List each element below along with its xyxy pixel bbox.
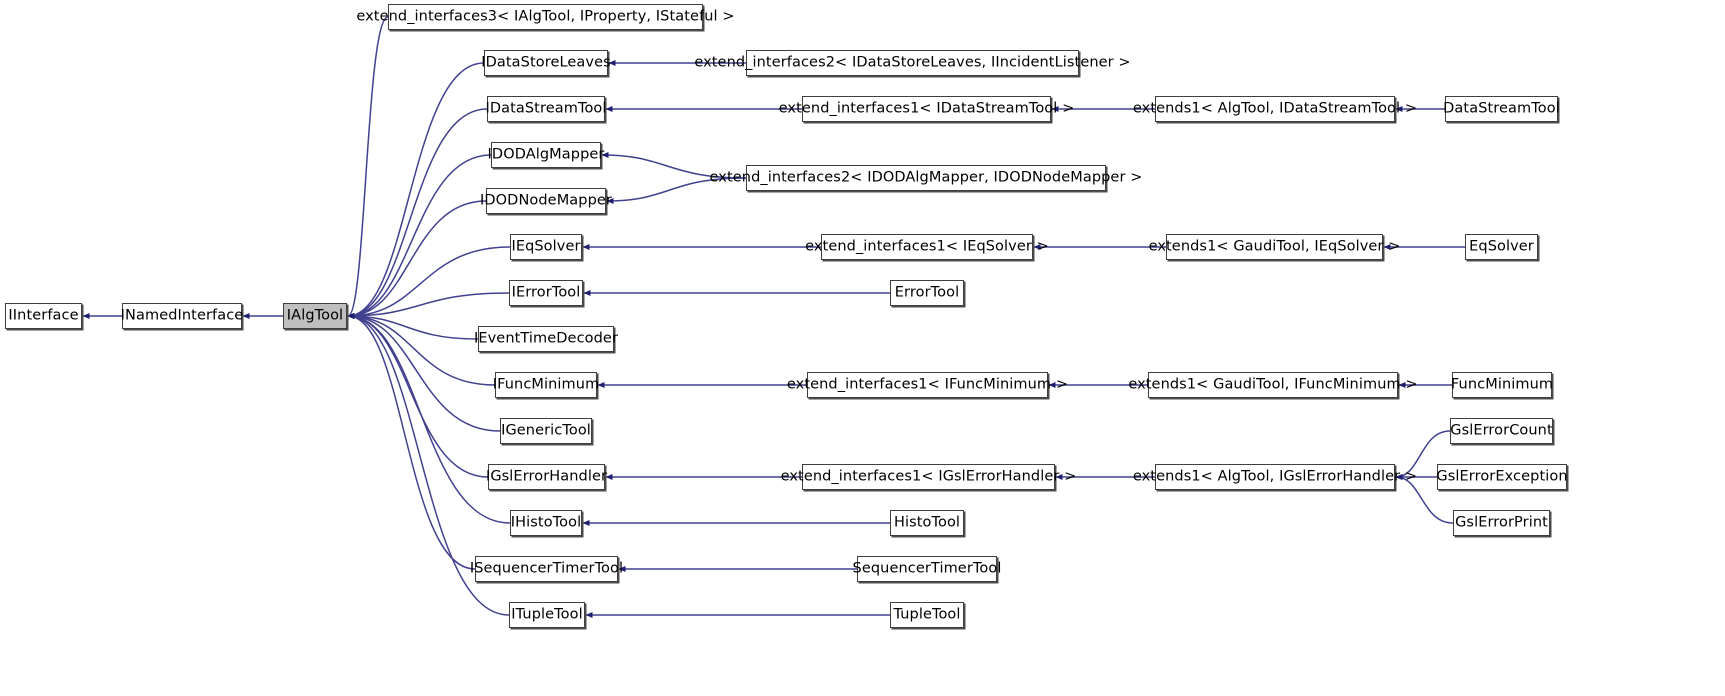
class-node-IAlgTool[interactable]: IAlgTool — [283, 303, 347, 329]
inheritance-edge — [347, 312, 479, 340]
class-node-EqSolver[interactable]: EqSolver — [1465, 234, 1538, 260]
class-node-TupleTool[interactable]: TupleTool — [890, 602, 964, 628]
class-node-label: FuncMinimum — [1450, 376, 1554, 393]
class-node-label: GslErrorCount — [1450, 422, 1553, 439]
class-node-label: IDODNodeMapper — [480, 192, 612, 209]
inheritance-edge — [347, 200, 487, 320]
class-node-HistoTool[interactable]: HistoTool — [890, 510, 964, 536]
inheritance-edge — [347, 62, 485, 320]
class-node-label: extends1< AlgTool, IDataStreamTool > — [1132, 100, 1418, 117]
class-node-ext1_AlgTool_GslErrorHandler[interactable]: extends1< AlgTool, IGslErrorHandler > — [1133, 464, 1417, 490]
class-node-DataStreamTool[interactable]: DataStreamTool — [1443, 96, 1560, 122]
class-node-label: ErrorTool — [894, 284, 960, 301]
class-node-label: IErrorTool — [511, 284, 581, 301]
class-node-label: extends1< GaudiTool, IFuncMinimum > — [1128, 376, 1418, 393]
class-node-label: TupleTool — [893, 606, 961, 623]
class-node-label: INamedInterface — [120, 307, 244, 324]
class-node-label: IDataStoreLeaves — [481, 54, 611, 71]
class-node-IDataStoreLeaves[interactable]: IDataStoreLeaves — [481, 50, 611, 76]
class-node-label: DataStreamTool — [1443, 100, 1560, 117]
class-node-label: HistoTool — [893, 514, 961, 531]
class-node-label: extend_interfaces2< IDODAlgMapper, IDODN… — [709, 169, 1143, 186]
class-node-label: IEventTimeDecoder — [473, 330, 619, 347]
class-node-label: GslErrorPrint — [1455, 514, 1548, 531]
class-node-ISequencerTimerTool[interactable]: ISequencerTimerTool — [470, 556, 623, 582]
inheritance-edge — [347, 108, 488, 320]
class-node-GslErrorException[interactable]: GslErrorException — [1436, 464, 1568, 490]
class-node-label: IGslErrorHandler — [485, 468, 608, 485]
class-node-ext1_GaudiTool_EqSolver[interactable]: extends1< GaudiTool, IEqSolver > — [1149, 234, 1400, 260]
class-node-SequencerTimerTool[interactable]: SequencerTimerTool — [853, 556, 1001, 582]
class-node-label: extend_interfaces1< IEqSolver > — [805, 238, 1049, 255]
class-node-label: IInterface — [8, 307, 79, 324]
class-node-IGenericTool[interactable]: IGenericTool — [500, 418, 592, 444]
class-node-IGslErrorHandler[interactable]: IGslErrorHandler — [486, 464, 607, 490]
class-node-ei1_EqSolver[interactable]: extend_interfaces1< IEqSolver > — [805, 234, 1049, 260]
class-node-label: extend_interfaces1< IFuncMinimum > — [786, 376, 1069, 393]
class-node-label: ISequencerTimerTool — [469, 560, 624, 577]
class-node-ext1_GaudiTool_FuncMinimum[interactable]: extends1< GaudiTool, IFuncMinimum > — [1128, 372, 1418, 398]
class-node-IEqSolver[interactable]: IEqSolver — [510, 234, 582, 260]
class-node-label: extend_interfaces2< IDataStoreLeaves, II… — [694, 54, 1131, 71]
class-node-label: IEqSolver — [511, 238, 581, 255]
class-node-IInterface[interactable]: IInterface — [5, 303, 82, 329]
class-node-ei2_DODAlgMapper[interactable]: extend_interfaces2< IDODAlgMapper, IDODN… — [710, 165, 1142, 191]
class-node-label: extend_interfaces1< IGslErrorHandler > — [780, 468, 1077, 485]
class-node-IHistoTool[interactable]: IHistoTool — [510, 510, 582, 536]
inheritance-edge — [347, 246, 511, 320]
class-node-label: extends1< GaudiTool, IEqSolver > — [1148, 238, 1401, 255]
class-node-ITupleTool[interactable]: ITupleTool — [509, 602, 585, 628]
class-node-GslErrorPrint[interactable]: GslErrorPrint — [1453, 510, 1550, 536]
class-node-IDODNodeMapper[interactable]: IDODNodeMapper — [480, 188, 612, 214]
class-node-label: IAlgTool — [286, 307, 344, 324]
class-node-ErrorTool[interactable]: ErrorTool — [890, 280, 964, 306]
class-node-label: IGenericTool — [501, 422, 591, 439]
class-node-IEventTimeDecoder[interactable]: IEventTimeDecoder — [474, 326, 618, 352]
class-node-label: IDataStreamTool — [485, 100, 607, 117]
inheritance-edge — [347, 154, 492, 320]
class-node-ei1_DataStreamTool[interactable]: extend_interfaces1< IDataStreamTool > — [779, 96, 1074, 122]
class-node-label: IHistoTool — [510, 514, 582, 531]
class-node-extend_interfaces3[interactable]: extend_interfaces3< IAlgTool, IProperty,… — [356, 4, 735, 30]
class-node-ei1_FuncMinimum[interactable]: extend_interfaces1< IFuncMinimum > — [787, 372, 1068, 398]
class-node-ei1_GslErrorHandler[interactable]: extend_interfaces1< IGslErrorHandler > — [781, 464, 1076, 490]
class-node-label: GslErrorException — [1436, 468, 1568, 485]
class-node-FuncMinimum[interactable]: FuncMinimum — [1451, 372, 1553, 398]
class-node-label: IFuncMinimum — [492, 376, 600, 393]
class-node-GslErrorCount[interactable]: GslErrorCount — [1450, 418, 1553, 444]
class-node-label: IDODAlgMapper — [487, 146, 605, 163]
class-node-IErrorTool[interactable]: IErrorTool — [509, 280, 583, 306]
class-node-label: extends1< AlgTool, IGslErrorHandler > — [1132, 468, 1418, 485]
class-node-INamedInterface[interactable]: INamedInterface — [121, 303, 243, 329]
class-node-label: EqSolver — [1469, 238, 1534, 255]
class-node-IFuncMinimum[interactable]: IFuncMinimum — [493, 372, 599, 398]
inheritance-edge — [347, 312, 496, 386]
class-node-ext1_AlgTool_DataStreamTool[interactable]: extends1< AlgTool, IDataStreamTool > — [1133, 96, 1417, 122]
class-node-IDataStreamTool[interactable]: IDataStreamTool — [485, 96, 606, 122]
inheritance-edge — [347, 16, 389, 319]
class-node-label: ITupleTool — [511, 606, 583, 623]
inheritance-edge — [347, 292, 510, 320]
inheritance-edge — [347, 312, 476, 570]
class-node-label: extend_interfaces3< IAlgTool, IProperty,… — [356, 8, 735, 25]
class-node-label: SequencerTimerTool — [852, 560, 1002, 577]
class-node-IDODAlgMapper[interactable]: IDODAlgMapper — [488, 142, 604, 168]
class-node-label: extend_interfaces1< IDataStreamTool > — [778, 100, 1075, 117]
class-node-ei2_DataStoreLeaves[interactable]: extend_interfaces2< IDataStoreLeaves, II… — [694, 50, 1131, 76]
